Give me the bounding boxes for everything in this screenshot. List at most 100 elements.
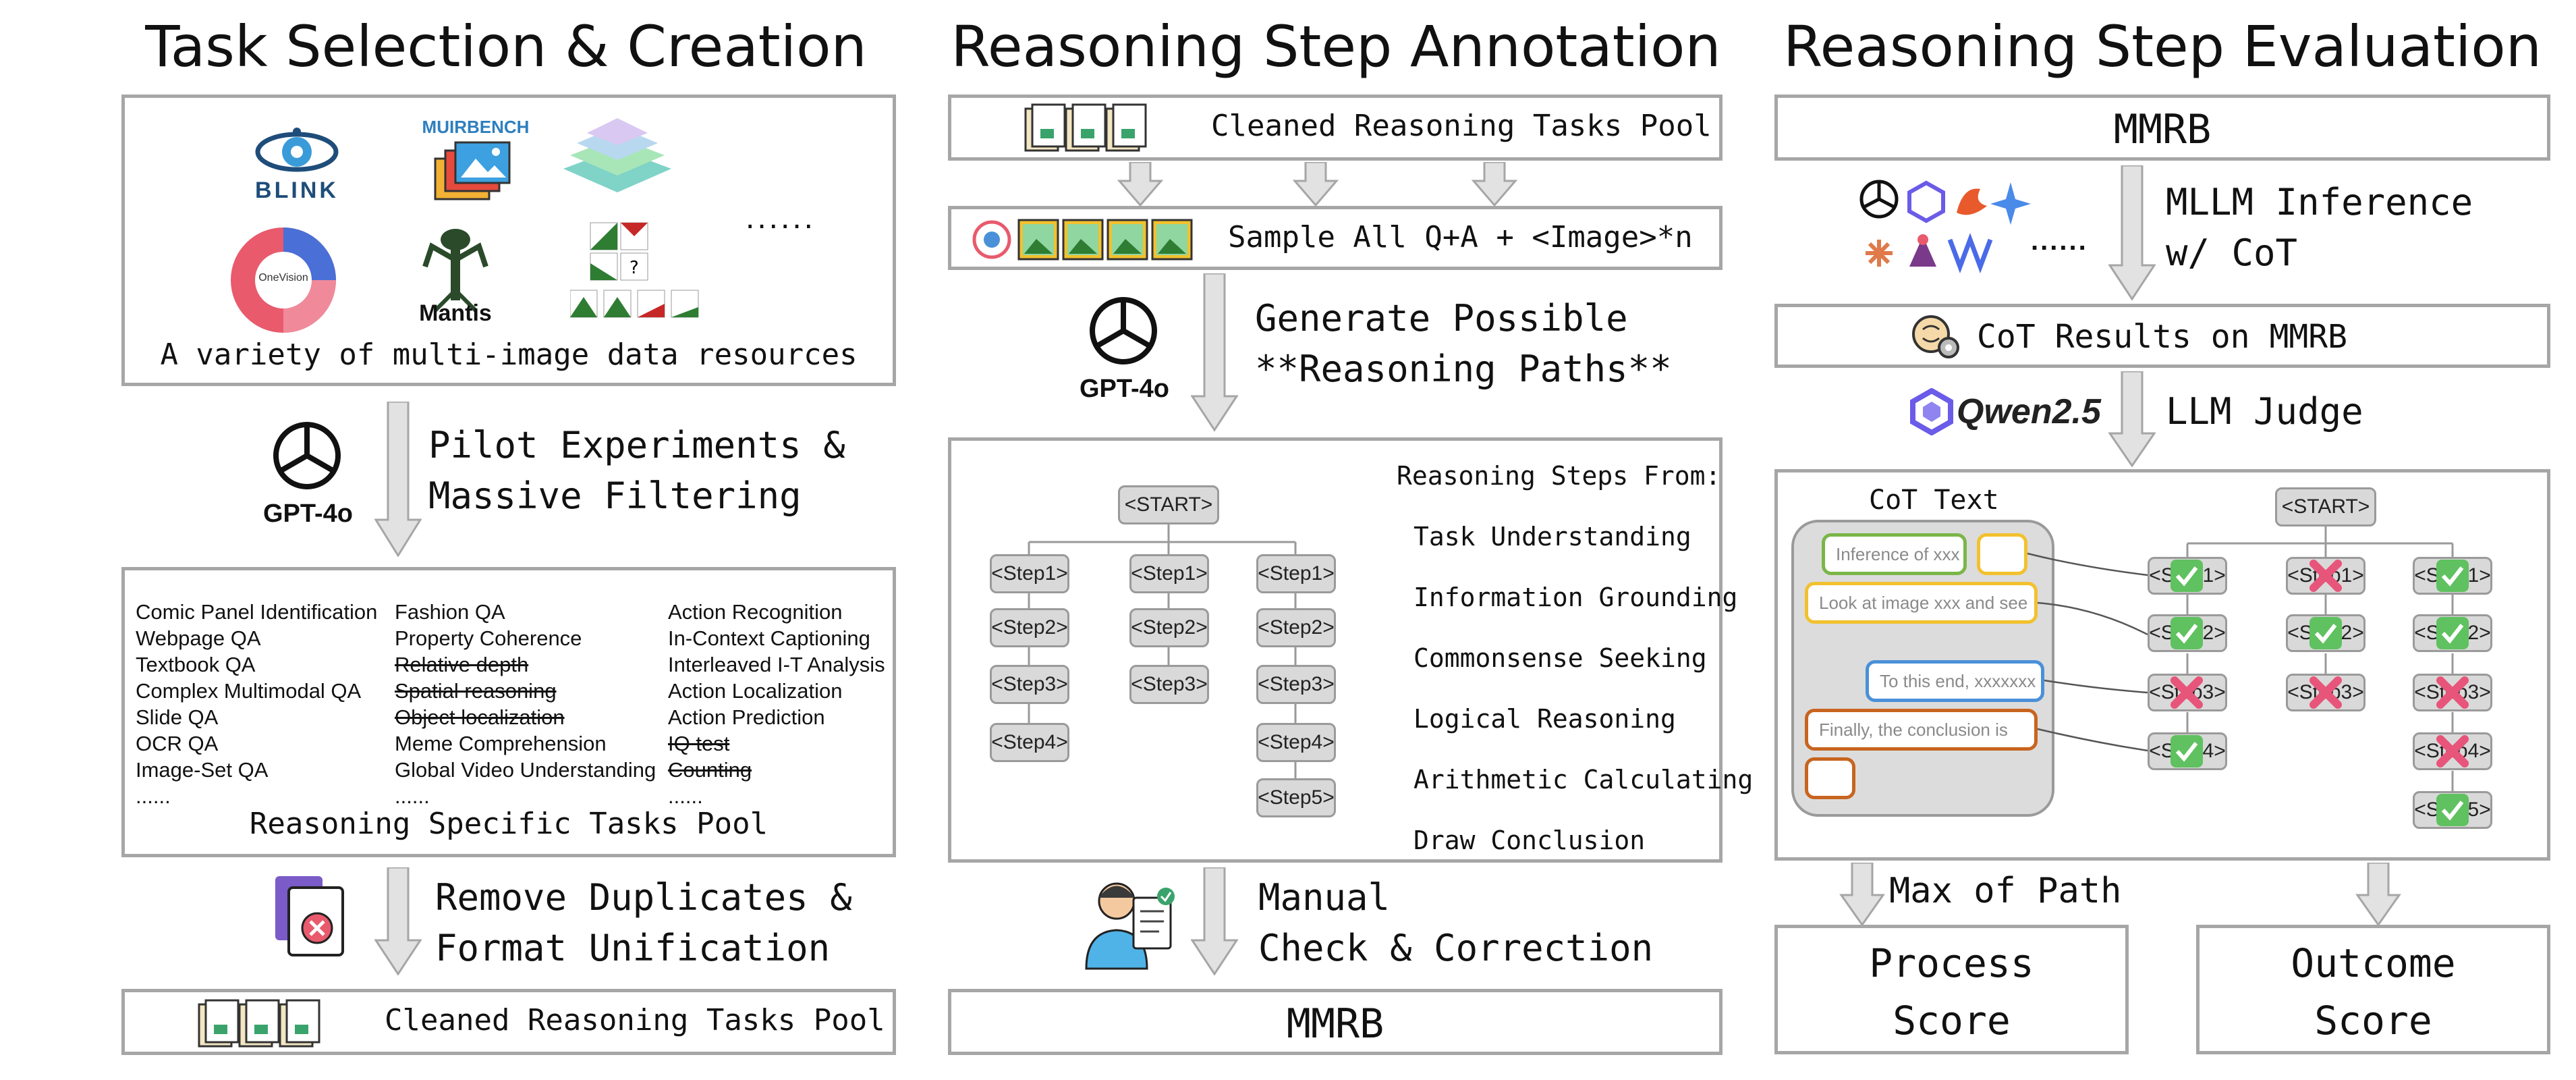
- task-item: In-Context Captioning: [668, 626, 870, 650]
- task-item: Action Localization: [668, 679, 843, 703]
- task-item: Interleaved I-T Analysis: [668, 653, 885, 676]
- task-item: Global Video Understanding: [395, 758, 656, 782]
- tree-step-node: <Step3>: [1129, 665, 1209, 704]
- col2-model-label: GPT-4o: [1080, 375, 1170, 403]
- reasoning-step-type: Task Understanding: [1413, 522, 1691, 551]
- max-of-path-label: Max of Path: [1889, 871, 2122, 911]
- down-arrow: [374, 402, 422, 557]
- cot-bubble-look: Look at image xxx and see: [1805, 582, 2038, 624]
- cot-bubble-to-this-end: To this end, xxxxxxx: [1866, 660, 2044, 702]
- manual-check-line1: Manual: [1258, 876, 1391, 919]
- reasoning-step-type: Logical Reasoning: [1413, 704, 1676, 734]
- down-arrow: [1117, 162, 1164, 207]
- process-score-box: Process Score: [1774, 925, 2129, 1054]
- task-item: Image-Set QA: [136, 758, 269, 782]
- remove-duplicates-line2: Format Unification: [435, 927, 831, 969]
- cross-icon: [2309, 676, 2342, 709]
- mmrb-box-col3: MMRB: [1774, 94, 2550, 161]
- task-item-removed: Object localization: [395, 705, 565, 729]
- down-arrow: [2355, 863, 2401, 927]
- cot-bubble-conclusion: Finally, the conclusion is: [1805, 709, 2038, 751]
- cleaned-pool-label-col2: Cleaned Reasoning Tasks Pool: [1211, 109, 1712, 143]
- annotator-person-icon: [1085, 882, 1175, 970]
- task-item: Action Prediction: [668, 705, 825, 729]
- resources-box: BLINK MUIRBENCH OneVision: [121, 94, 896, 386]
- tree-step-node: <Step2>: [990, 608, 1069, 647]
- tasks-list-col2: Fashion QA Property Coherence Relative d…: [395, 599, 656, 809]
- cross-icon: [2436, 676, 2469, 709]
- mllm-inference-line1: MLLM Inference: [2166, 181, 2473, 223]
- cot-text-title: CoT Text: [1869, 485, 1999, 516]
- sample-label: Sample All Q+A + <Image>*n: [1228, 220, 1693, 254]
- qwen-label: Qwen2.5: [1957, 392, 2101, 431]
- mantis-logo-text: Mantis: [419, 300, 492, 326]
- more-models-ellipsis: ......: [2031, 226, 2088, 256]
- muirbench-logo-text: MUIRBENCH: [422, 117, 530, 137]
- check-icon: [2436, 560, 2469, 592]
- task-item: Meme Comprehension: [395, 732, 607, 755]
- col2-title: Reasoning Step Annotation: [951, 14, 1721, 80]
- task-item: Complex Multimodal QA: [136, 679, 362, 703]
- reasoning-step-type: Information Grounding: [1413, 583, 1738, 612]
- tree-start-node: <START>: [1118, 485, 1219, 524]
- mllm-inference-line2: w/ CoT: [2166, 232, 2298, 274]
- col1-title: Task Selection & Creation: [145, 14, 867, 80]
- puzzle-grid-icon: ?: [569, 219, 705, 321]
- eval-start-node: <START>: [2275, 487, 2376, 526]
- tree-step-node: <Step1>: [1256, 554, 1336, 593]
- qwen-logo-icon: [1910, 388, 1953, 435]
- check-icon: [2171, 617, 2203, 649]
- manual-check-line2: Check & Correction: [1258, 927, 1654, 969]
- check-icon: [2171, 560, 2203, 592]
- mllm-logos-icon: [1859, 180, 2031, 273]
- llm-judge-label: LLM Judge: [2166, 390, 2363, 433]
- reasoning-steps-header: Reasoning Steps From:: [1397, 461, 1721, 491]
- pilot-experiments-line1: Pilot Experiments &: [428, 424, 845, 466]
- process-score-line2: Score: [1893, 998, 2011, 1044]
- tasks-pool-box: Comic Panel Identification Webpage QA Te…: [121, 567, 896, 857]
- outcome-score-box: Outcome Score: [2196, 925, 2550, 1054]
- task-item-removed: Spatial reasoning: [395, 679, 557, 703]
- down-arrow: [1292, 162, 1339, 207]
- tree-step-node: <Step4>: [990, 723, 1069, 762]
- cleaned-pool-label-col1: Cleaned Reasoning Tasks Pool: [385, 1003, 885, 1037]
- cleaned-pool-box-col2: Cleaned Reasoning Tasks Pool: [948, 94, 1723, 161]
- task-item: OCR QA: [136, 732, 219, 755]
- mmrb-label-col2: MMRB: [1286, 1000, 1384, 1048]
- task-item-removed: Counting: [668, 758, 752, 782]
- sample-box: Sample All Q+A + <Image>*n: [948, 206, 1723, 270]
- down-arrow: [1191, 273, 1238, 432]
- task-item: Action Recognition: [668, 600, 843, 624]
- cross-icon: [2436, 735, 2469, 767]
- task-item: Fashion QA: [395, 600, 505, 624]
- muirbench-image-icon: [428, 138, 523, 213]
- tree-step-node: <Step3>: [990, 665, 1069, 704]
- cot-bubble-inference: Inference of xxx: [1822, 533, 1967, 575]
- cot-bubble-inference-tail: [1977, 533, 2027, 575]
- tree-step-node: <Step2>: [1129, 608, 1209, 647]
- document-stack-icon: [1024, 103, 1147, 152]
- outcome-score-line2: Score: [2314, 998, 2432, 1044]
- tree-connectors: [1028, 523, 1297, 778]
- document-stack-icon: [198, 999, 320, 1048]
- brain-gear-icon: [1912, 315, 1959, 358]
- tree-step-node: <Step3>: [1256, 665, 1336, 704]
- tasks-pool-caption: Reasoning Specific Tasks Pool: [249, 807, 768, 841]
- mantis-logo-icon: [408, 219, 503, 314]
- check-icon: [2436, 794, 2469, 826]
- task-item: Property Coherence: [395, 626, 582, 650]
- openai-logo-icon: [1090, 297, 1157, 364]
- process-score-line1: Process: [1869, 940, 2034, 986]
- task-item-removed: IQ test: [668, 732, 730, 755]
- cross-icon: [2309, 560, 2342, 592]
- down-arrow: [1471, 162, 1518, 207]
- cot-bubble-conclusion-tail: [1805, 757, 1855, 799]
- reasoning-step-type: Arithmetic Calculating: [1413, 765, 1754, 794]
- openai-logo-icon: [273, 422, 341, 489]
- svg-text:?: ?: [629, 258, 639, 278]
- task-item: Comic Panel Identification: [136, 600, 378, 624]
- tasks-list-col3: Action Recognition In-Context Captioning…: [668, 599, 885, 809]
- eval-step-node: <Step3>: [2413, 674, 2492, 711]
- resources-caption: A variety of multi-image data resources: [160, 338, 858, 372]
- tasks-list-col1: Comic Panel Identification Webpage QA Te…: [136, 599, 377, 809]
